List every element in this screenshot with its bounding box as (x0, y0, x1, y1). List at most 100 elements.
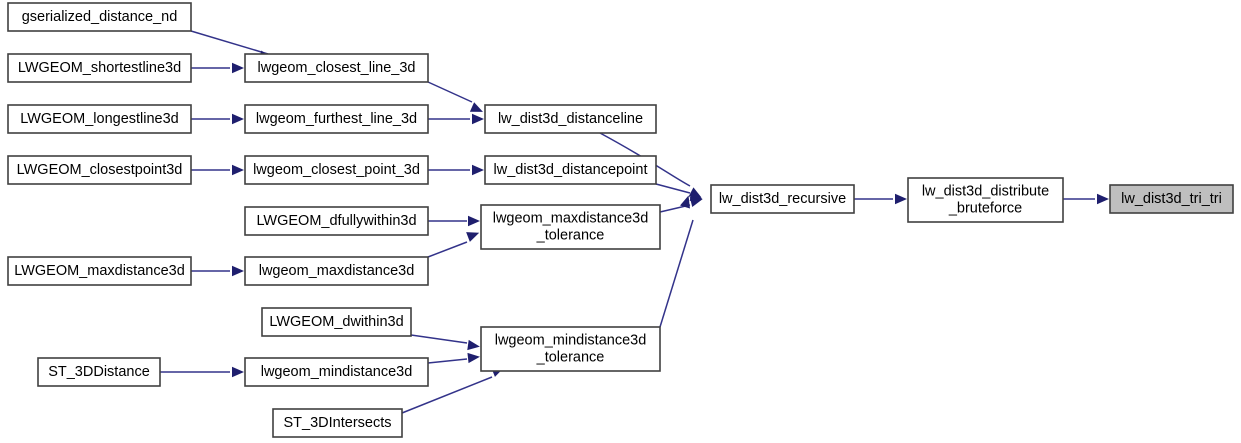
node-label: ST_3DIntersects (284, 415, 392, 431)
node-box[interactable] (37, 357, 161, 387)
arrowhead-icon (232, 113, 244, 125)
node-label: lw_dist3d_distancepoint (494, 162, 648, 178)
node-label: LWGEOM_shortestline3d (18, 60, 181, 76)
edge-line (659, 219, 694, 328)
arrowhead-icon (468, 215, 480, 227)
node-label: lw_dist3d_distribute_bruteforce (922, 183, 1049, 216)
arrowhead-icon (467, 352, 480, 364)
node-box[interactable] (7, 155, 192, 185)
node-LWGEOM_shortestline3d[interactable]: LWGEOM_shortestline3d (7, 53, 192, 83)
node-box[interactable] (244, 256, 429, 286)
edges-layer (160, 30, 1109, 414)
arrowhead-icon (232, 164, 244, 176)
node-label: lwgeom_maxdistance3d_tolerance (493, 210, 649, 243)
node-LWGEOM_dwithin3d[interactable]: LWGEOM_dwithin3d (261, 307, 412, 337)
node-lw_dist3d_distancepoint[interactable]: lw_dist3d_distancepoint (484, 155, 657, 185)
edge-LWGEOM_dfullywithin3d-to-lwgeom_maxdistance3d_tolerance (428, 215, 480, 227)
arrowhead-icon (1097, 193, 1109, 205)
node-box[interactable] (1109, 184, 1234, 214)
arrowhead-icon (466, 232, 480, 242)
node-label: lw_dist3d_distanceline (498, 111, 643, 127)
node-box[interactable] (244, 155, 429, 185)
arrowhead-icon (689, 196, 703, 208)
node-box[interactable] (7, 104, 192, 134)
node-lw_dist3d_distribute_bruteforce[interactable]: lw_dist3d_distribute_bruteforce (907, 177, 1064, 223)
edge-line (427, 358, 468, 364)
edge-LWGEOM_shortestline3d-to-lwgeom_closest_line_3d (191, 62, 244, 74)
node-label: lwgeom_closest_line_3d (258, 60, 416, 76)
node-lwgeom_closest_line_3d[interactable]: lwgeom_closest_line_3d (244, 53, 429, 83)
edge-lwgeom_mindistance3d_tolerance-to-lw_dist3d_recursive (659, 195, 694, 328)
node-box[interactable] (480, 204, 661, 250)
edge-LWGEOM_maxdistance3d-to-lwgeom_maxdistance3d (191, 265, 244, 277)
node-LWGEOM_dfullywithin3d[interactable]: LWGEOM_dfullywithin3d (244, 206, 429, 236)
edge-line (401, 376, 493, 414)
node-label: ST_3DDistance (48, 364, 150, 380)
edge-line (427, 81, 473, 103)
node-box[interactable] (244, 104, 429, 134)
node-LWGEOM_longestline3d[interactable]: LWGEOM_longestline3d (7, 104, 192, 134)
edge-lwgeom_closest_line_3d-to-lw_dist3d_distanceline (427, 81, 483, 112)
node-lw_dist3d_recursive[interactable]: lw_dist3d_recursive (710, 184, 855, 214)
node-box[interactable] (7, 53, 192, 83)
node-box[interactable] (907, 177, 1064, 223)
nodes-layer: gserialized_distance_ndLWGEOM_shortestli… (7, 2, 1234, 438)
arrowhead-icon (467, 339, 480, 351)
node-label: gserialized_distance_nd (22, 9, 178, 25)
node-ST_3DIntersects[interactable]: ST_3DIntersects (272, 408, 403, 438)
node-box[interactable] (7, 2, 192, 32)
node-lwgeom_maxdistance3d[interactable]: lwgeom_maxdistance3d (244, 256, 429, 286)
node-lwgeom_mindistance3d_tolerance[interactable]: lwgeom_mindistance3d_tolerance (480, 326, 661, 372)
edge-line (655, 183, 691, 194)
arrowhead-icon (232, 265, 244, 277)
node-box[interactable] (244, 357, 429, 387)
edge-ST_3DDistance-to-lwgeom_mindistance3d (160, 366, 244, 378)
node-box[interactable] (484, 104, 657, 134)
edge-lwgeom_furthest_line_3d-to-lw_dist3d_distanceline (428, 113, 484, 125)
arrowhead-icon (232, 62, 244, 74)
node-lwgeom_maxdistance3d_tolerance[interactable]: lwgeom_maxdistance3d_tolerance (480, 204, 661, 250)
node-LWGEOM_closestpoint3d[interactable]: LWGEOM_closestpoint3d (7, 155, 192, 185)
node-label: lwgeom_mindistance3d_tolerance (495, 332, 647, 365)
node-box[interactable] (7, 256, 192, 286)
edge-lw_dist3d_distribute_bruteforce-to-lw_dist3d_tri_tri (1063, 193, 1109, 205)
edge-line (410, 334, 468, 344)
node-label: lwgeom_furthest_line_3d (256, 111, 417, 127)
node-box[interactable] (261, 307, 412, 337)
node-label: lw_dist3d_recursive (719, 191, 846, 207)
arrowhead-icon (680, 195, 690, 209)
node-box[interactable] (272, 408, 403, 438)
edge-lw_dist3d_recursive-to-lw_dist3d_distribute_bruteforce (854, 193, 907, 205)
edge-lwgeom_maxdistance3d-to-lwgeom_maxdistance3d_tolerance (427, 232, 480, 258)
edge-line (427, 241, 468, 258)
node-label: LWGEOM_maxdistance3d (14, 263, 185, 279)
node-lwgeom_closest_point_3d[interactable]: lwgeom_closest_point_3d (244, 155, 429, 185)
arrowhead-icon (469, 102, 483, 112)
node-label: LWGEOM_dfullywithin3d (256, 213, 416, 229)
node-box[interactable] (244, 53, 429, 83)
node-box[interactable] (710, 184, 855, 214)
arrowhead-icon (472, 164, 484, 176)
node-gserialized_distance_nd[interactable]: gserialized_distance_nd (7, 2, 192, 32)
node-lw_dist3d_tri_tri[interactable]: lw_dist3d_tri_tri (1109, 184, 1234, 214)
node-lwgeom_furthest_line_3d[interactable]: lwgeom_furthest_line_3d (244, 104, 429, 134)
edge-lwgeom_closest_point_3d-to-lw_dist3d_distancepoint (428, 164, 484, 176)
node-label: LWGEOM_longestline3d (20, 111, 179, 127)
edge-LWGEOM_dwithin3d-to-lwgeom_mindistance3d_tolerance (410, 334, 480, 351)
node-lw_dist3d_distanceline[interactable]: lw_dist3d_distanceline (484, 104, 657, 134)
node-box[interactable] (480, 326, 661, 372)
arrowhead-icon (895, 193, 907, 205)
node-label: lw_dist3d_tri_tri (1121, 191, 1222, 207)
node-ST_3DDistance[interactable]: ST_3DDistance (37, 357, 161, 387)
node-label: lwgeom_maxdistance3d (259, 263, 415, 279)
arrowhead-icon (232, 366, 244, 378)
edge-LWGEOM_closestpoint3d-to-lwgeom_closest_point_3d (191, 164, 244, 176)
node-lwgeom_mindistance3d[interactable]: lwgeom_mindistance3d (244, 357, 429, 387)
edge-LWGEOM_longestline3d-to-lwgeom_furthest_line_3d (191, 113, 244, 125)
edge-lwgeom_mindistance3d-to-lwgeom_mindistance3d_tolerance (427, 352, 480, 364)
node-box[interactable] (484, 155, 657, 185)
node-LWGEOM_maxdistance3d[interactable]: LWGEOM_maxdistance3d (7, 256, 192, 286)
node-box[interactable] (244, 206, 429, 236)
